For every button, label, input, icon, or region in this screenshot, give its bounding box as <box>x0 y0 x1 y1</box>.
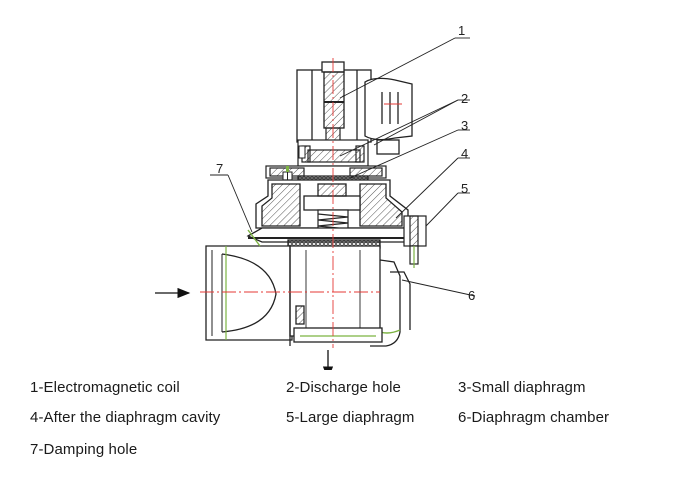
large-diaphragm <box>246 227 422 249</box>
legend-damping-hole: 7-Damping hole <box>30 441 138 458</box>
damping-hole <box>247 229 261 247</box>
callout-4: 4 <box>461 146 468 161</box>
legend-small-diaphragm: 3-Small diaphragm <box>458 379 586 396</box>
callout-6: 6 <box>468 288 475 303</box>
leader-lines <box>210 37 476 297</box>
callout-7: 7 <box>216 161 223 176</box>
legend-after-diaphragm-cavity: 4-After the diaphragm cavity <box>30 409 221 426</box>
legend-discharge-hole: 2-Discharge hole <box>286 379 401 396</box>
legend-diaphragm-chamber: 6-Diaphragm chamber <box>458 409 610 426</box>
valve-bonnet <box>255 179 409 229</box>
callout-5: 5 <box>461 181 468 196</box>
center-lines <box>200 58 402 348</box>
pilot-cap <box>265 139 387 181</box>
valve-body <box>205 245 411 347</box>
callout-3: 3 <box>461 118 468 133</box>
coil-connector <box>364 77 413 155</box>
valve-cross-section-diagram: 1 2 3 4 5 6 7 <box>155 23 476 370</box>
side-bolt <box>403 215 427 268</box>
callout-1: 1 <box>458 23 465 38</box>
legend-large-diaphragm: 5-Large diaphragm <box>286 409 415 426</box>
legend-electromagnetic-coil: 1-Electromagnetic coil <box>30 379 180 396</box>
callout-2: 2 <box>461 91 468 106</box>
